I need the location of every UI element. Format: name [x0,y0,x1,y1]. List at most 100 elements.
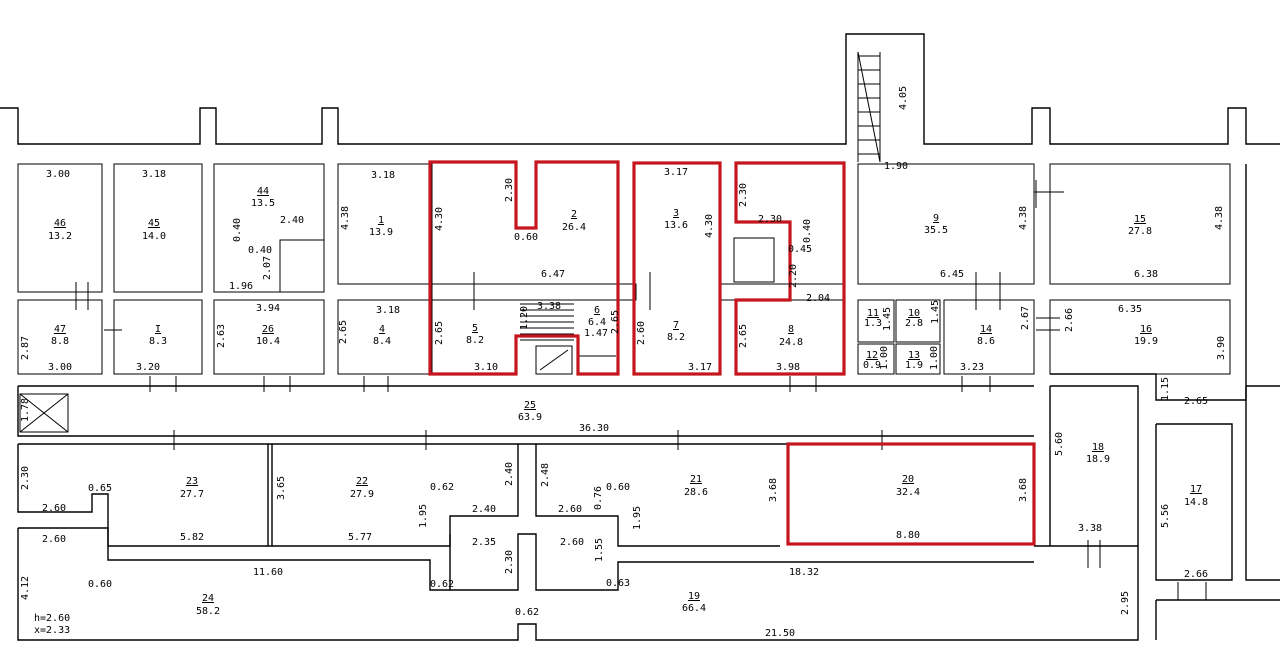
room-number-10: 10 [908,308,920,319]
room-number-4: 4 [379,324,385,335]
highlight-rooms-3-7 [632,161,722,376]
dimension-label: 3.68 [1018,478,1029,502]
dimension-label: 5.56 [1160,504,1171,528]
dimension-label: 4.30 [434,207,445,231]
highlight-room-20 [786,442,1036,546]
dimension-label: 2.35 [472,537,496,548]
room-labels: 46 13.2 45 14.0 44 13.5 1 13.9 2 26.4 3 … [48,186,1208,617]
room-area-21: 28.6 [684,487,708,498]
dimension-label: 3.18 [142,169,166,180]
dimension-label: 3.17 [688,362,712,373]
room-number-24: 24 [202,593,214,604]
dimension-label: 18.32 [789,567,819,578]
dimension-label: 2.60 [558,504,582,515]
dimension-label: 3.10 [474,362,498,373]
room-area-22: 27.9 [350,489,374,500]
dimension-label: 2.20 [788,264,799,288]
room-area-8: 24.8 [779,337,803,348]
dimension-label: 1.96 [229,281,253,292]
room-area-12: 0.9 [863,360,881,371]
room-area-11: 1.3 [864,318,882,329]
ceiling-height-note: h=2.60 [34,613,70,624]
x-note: x=2.33 [34,625,70,636]
dimension-label: 6.38 [1134,269,1158,280]
dimension-labels: 3.00 3.18 3.18 4.38 2.40 0.40 0.40 2.07 … [20,86,1227,639]
room-area-14: 8.6 [977,336,995,347]
dimension-label: 1.45 [882,307,893,331]
dimension-label: 2.40 [280,215,304,226]
dimension-label: 2.66 [1064,308,1075,332]
room-area-2: 26.4 [562,222,586,233]
dimension-label: 1.55 [594,538,605,562]
dimension-label: 5.77 [348,532,372,543]
room-area-13: 1.9 [905,360,923,371]
dimension-label: 2.65 [738,324,749,348]
highlight-room-8 [734,161,846,376]
room-area-45: 14.0 [142,231,166,242]
dimension-label: 4.38 [1018,206,1029,230]
room-area-25: 63.9 [518,412,542,423]
dimension-label: 3.18 [376,305,400,316]
dimension-label: 2.67 [1020,306,1031,330]
dimension-label: 0.40 [248,245,272,256]
room-area-47: 8.8 [51,336,69,347]
dimension-label: 0.60 [606,482,630,493]
dimension-label: 1.20 [519,306,530,330]
dimension-label: 2.95 [1120,591,1131,615]
room-number-26: 26 [262,324,274,335]
room-area-15: 27.8 [1128,226,1152,237]
dimension-label: 36.30 [579,423,609,434]
dimension-label: 2.07 [262,256,273,280]
room-number-45: 45 [148,218,160,229]
dimension-label: 2.65 [338,320,349,344]
room-area-9: 35.5 [924,225,948,236]
dimension-label: 6.47 [541,269,565,280]
dimension-label: 2.60 [636,321,647,345]
dimension-label: 3.38 [1078,523,1102,534]
dimension-label: 5.82 [180,532,204,543]
highlighted-rooms [428,160,1036,546]
dimension-label: 0.65 [88,483,112,494]
dimension-label: 2.65 [610,310,621,334]
dimension-label: 3.68 [768,478,779,502]
room-number-7: 7 [673,320,679,331]
dimension-label: 0.40 [802,219,813,243]
room-number-21: 21 [690,474,702,485]
dimension-label: 11.60 [253,567,283,578]
room-number-12: 12 [866,350,878,361]
room-number-2: 2 [571,209,577,220]
highlight-rooms-2-5-6 [428,160,620,376]
dimension-label: 2.40 [472,504,496,515]
dimension-label: 3.18 [371,170,395,181]
plan-notes: h=2.60 x=2.33 [34,613,70,636]
dimension-label: 3.65 [276,476,287,500]
dimension-label: 0.45 [788,244,812,255]
room-number-15: 15 [1134,214,1146,225]
room-number-9: 9 [933,213,939,224]
building-walls [0,33,1280,641]
dimension-label: 2.63 [216,324,227,348]
dimension-label: 0.60 [88,579,112,590]
room-area-5: 8.2 [466,335,484,346]
room-area-24: 58.2 [196,606,220,617]
dimension-label: 4.30 [704,214,715,238]
room-area-26: 10.4 [256,336,280,347]
room-number-3: 3 [673,208,679,219]
dimension-label: 0.62 [430,579,454,590]
dimension-label: 3.23 [960,362,984,373]
room-number-8: 8 [788,324,794,335]
dimension-label: 1.45 [930,300,941,324]
stairs [520,51,881,341]
room-number-44: 44 [257,186,269,197]
room-number-25: 25 [524,400,536,411]
dimension-label: 0.62 [430,482,454,493]
dimension-label: 1.15 [1160,377,1171,401]
dimension-label: 2.60 [42,534,66,545]
dimension-label: 4.38 [1214,206,1225,230]
shaft [19,393,69,433]
dimension-label: 2.40 [504,462,515,486]
dimension-label: 1.00 [879,346,890,370]
dimension-label: 21.50 [765,628,795,639]
dimension-label: 4.12 [20,576,31,600]
